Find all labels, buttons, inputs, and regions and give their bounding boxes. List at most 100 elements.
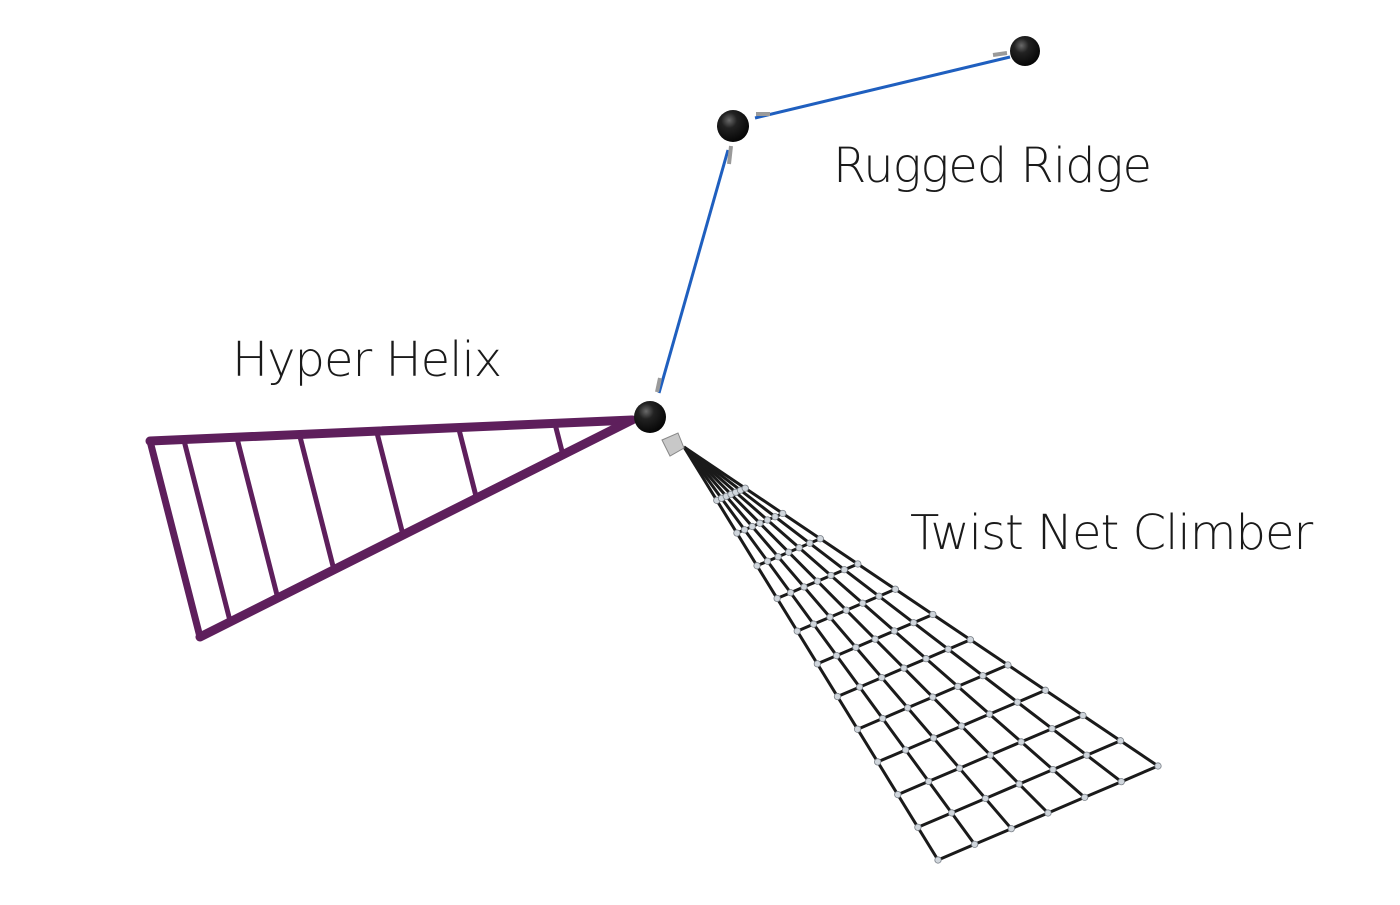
net-knot — [809, 620, 818, 628]
net-knot — [871, 635, 879, 643]
anchor-ball-top-right — [1010, 36, 1040, 66]
net-knot — [900, 664, 908, 672]
anchor-ball-hub — [634, 401, 666, 433]
net-knot — [986, 751, 994, 759]
net-knot — [748, 522, 756, 531]
label-rugged-ridge: Rugged Ridge — [833, 138, 1151, 194]
net-knot — [1081, 793, 1089, 801]
cable-segment-upper — [754, 55, 1011, 120]
net-knot — [763, 557, 772, 565]
net-knot — [879, 714, 887, 723]
net-knot — [800, 583, 808, 591]
net-knot — [740, 526, 749, 534]
net-knot — [856, 683, 864, 691]
net-knot — [1049, 765, 1057, 774]
net-knot — [979, 672, 987, 680]
net-knot — [1116, 737, 1125, 745]
net-rope — [683, 445, 1159, 768]
net-knot — [816, 535, 824, 543]
net-knot — [966, 636, 974, 644]
net-knot — [793, 627, 801, 635]
net-knot — [894, 791, 902, 799]
net-knot — [891, 585, 899, 593]
net-knot — [909, 619, 918, 627]
cable-bracket — [992, 51, 1008, 57]
net-knot — [944, 645, 952, 653]
net-knot — [859, 599, 867, 607]
net-knot — [904, 704, 912, 712]
cable-segment-lower — [657, 149, 730, 394]
net-knot — [833, 692, 842, 701]
net-knot — [985, 710, 994, 718]
helix-rung — [455, 425, 479, 501]
net-knot — [771, 513, 779, 521]
helix-top-rail — [145, 415, 637, 446]
net-rope — [682, 446, 940, 861]
net-knot — [854, 560, 862, 568]
net-knot — [842, 606, 850, 614]
helix-rung — [552, 420, 566, 458]
helix-rung — [146, 437, 204, 641]
net-knot — [852, 643, 860, 651]
net-knot — [1007, 825, 1015, 833]
net-knot — [1154, 762, 1162, 770]
net-knot — [741, 484, 749, 492]
net-rope — [682, 446, 976, 846]
net-knot — [922, 655, 930, 663]
net-knot — [774, 553, 782, 561]
net-knot — [1017, 738, 1025, 746]
net-knot — [832, 651, 841, 660]
net-rope — [683, 445, 1086, 799]
helix-rung — [181, 437, 233, 625]
net-knot — [929, 734, 938, 742]
net-knot — [1013, 698, 1022, 706]
net-knot — [840, 566, 848, 574]
anchor-ball-upper — [717, 110, 749, 142]
twist-net-climber-structure — [682, 445, 1162, 864]
net-connector — [661, 432, 685, 457]
net-knot — [1079, 711, 1087, 720]
net-knot — [878, 673, 886, 682]
net-knot — [925, 777, 933, 786]
net-knot — [779, 509, 787, 518]
net-knot — [948, 809, 956, 817]
net-knot — [785, 548, 793, 556]
net-knot — [934, 856, 942, 864]
net-knot — [827, 571, 835, 580]
net-rope — [682, 446, 1013, 830]
cable-bracket — [727, 145, 733, 165]
net-knot — [954, 682, 962, 690]
label-hyper-helix: Hyper Helix — [232, 332, 501, 388]
label-twist-net-climber: Twist Net Climber — [910, 505, 1314, 561]
net-knot — [773, 594, 781, 603]
net-knot — [902, 746, 910, 754]
net-knot — [955, 764, 964, 772]
net-knot — [957, 722, 966, 730]
helix-rung — [296, 431, 337, 573]
net-knot — [971, 840, 979, 848]
net-knot — [890, 627, 898, 635]
net-rope — [683, 445, 1123, 783]
net-knot — [875, 592, 883, 600]
cable-bracket — [655, 377, 662, 393]
net-knot — [753, 562, 761, 570]
net-knot — [1015, 780, 1023, 788]
net-knot — [929, 693, 937, 701]
hyper-helix-structure — [145, 415, 637, 642]
helix-bottom-rail — [195, 415, 637, 642]
net-knot — [914, 823, 922, 831]
net-knot — [763, 516, 772, 524]
net-knot — [813, 577, 822, 585]
net-rope — [682, 445, 1050, 815]
net-knot — [813, 660, 821, 668]
net-knot — [806, 539, 814, 547]
net-knot — [874, 758, 882, 766]
net-knot — [1083, 751, 1091, 759]
net-knot — [795, 544, 803, 552]
net-knot — [1041, 686, 1050, 694]
net-knot — [981, 794, 990, 803]
net-knot — [853, 725, 862, 733]
net-knot — [826, 613, 834, 621]
